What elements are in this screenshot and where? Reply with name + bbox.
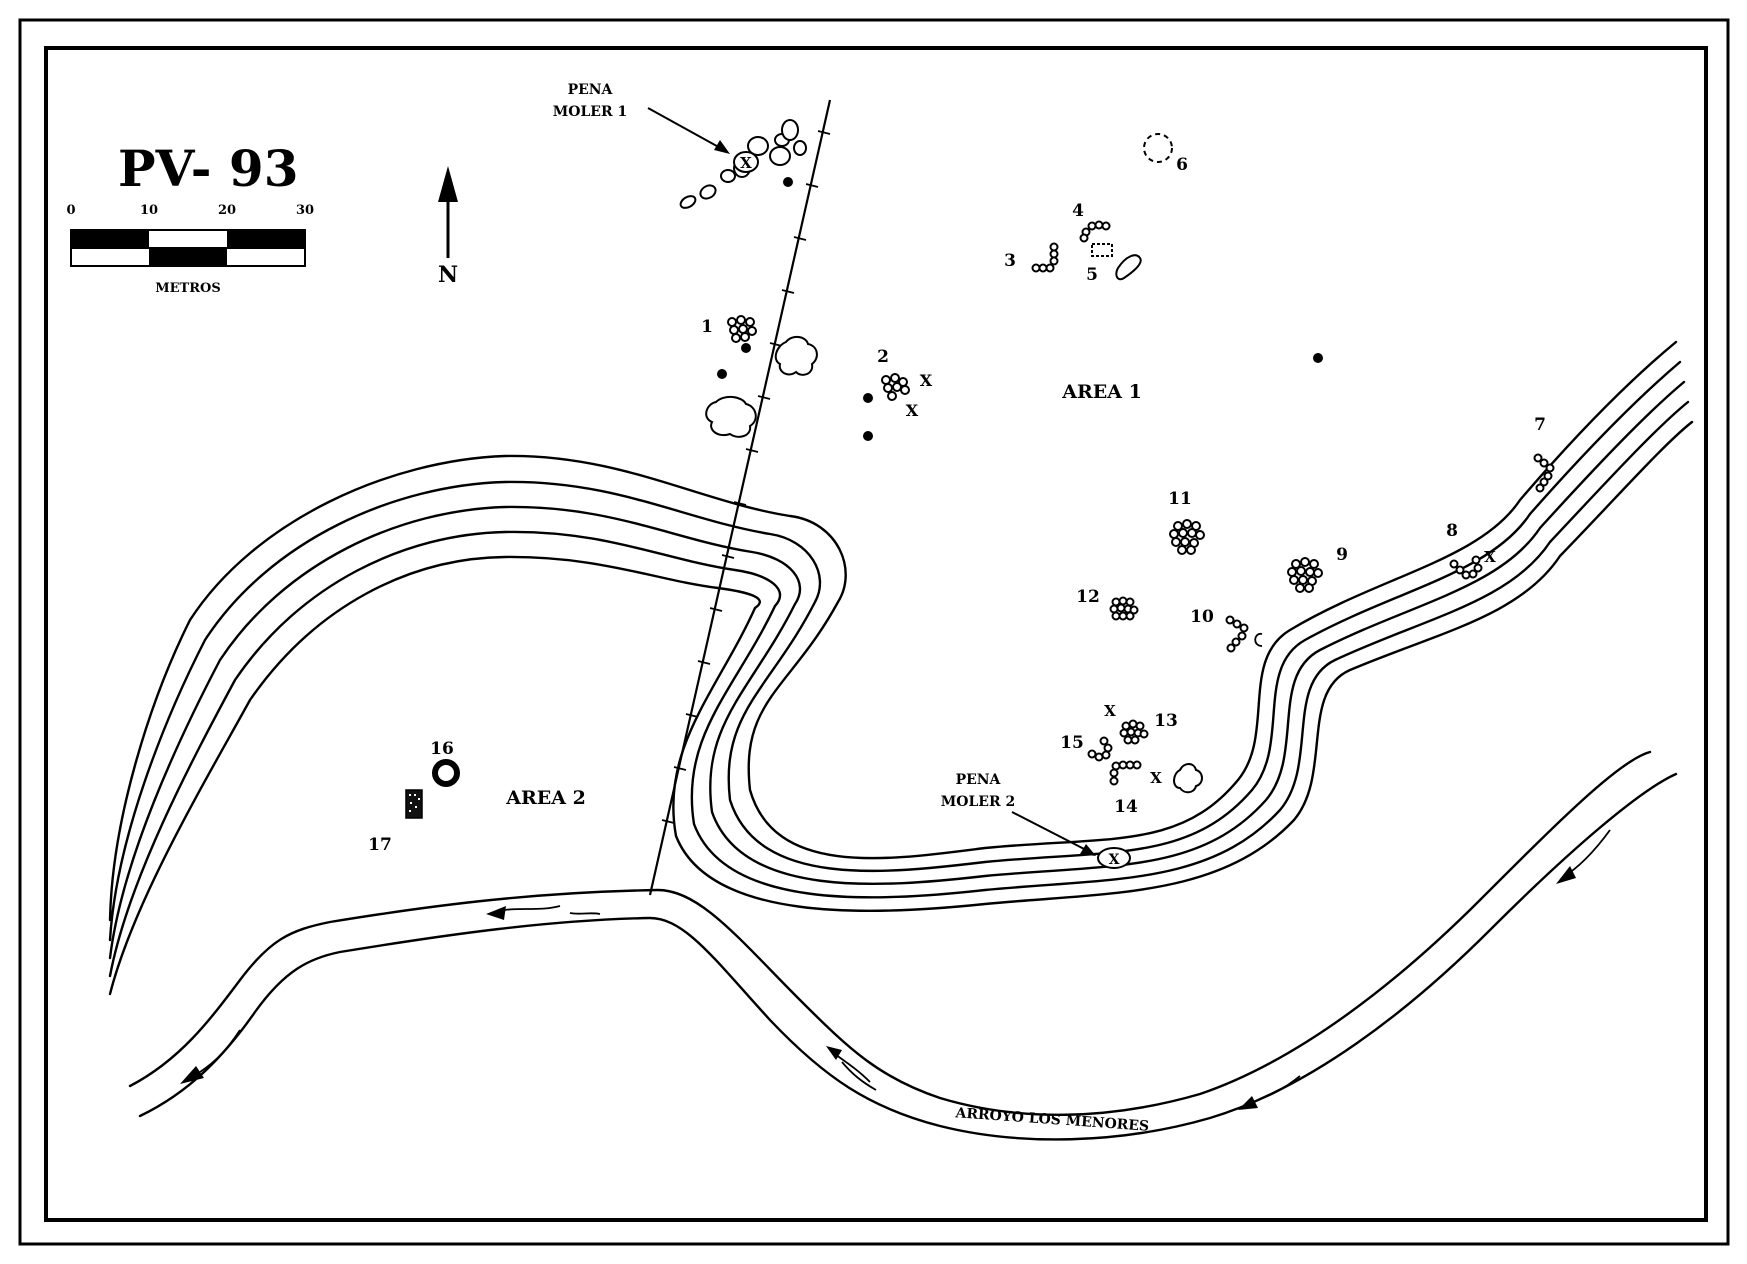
feature-14-label: 14 bbox=[1114, 797, 1138, 817]
feature-13-label: 13 bbox=[1154, 711, 1178, 731]
svg-text:X: X bbox=[1484, 548, 1496, 566]
feature-6-label: 6 bbox=[1176, 155, 1188, 175]
pena-moler-2-line2: MOLER 2 bbox=[941, 794, 1015, 810]
feature-15-icon bbox=[1087, 736, 1113, 762]
feature-4-label: 4 bbox=[1072, 201, 1084, 221]
feature-13-icon: X bbox=[1104, 702, 1149, 745]
feature-15-label: 15 bbox=[1060, 733, 1084, 753]
contour-lines bbox=[108, 340, 1694, 996]
feature-8-icon: X bbox=[1449, 548, 1496, 580]
feature-17-icon bbox=[405, 789, 423, 819]
map-title: PV- 93 bbox=[118, 139, 299, 198]
feature-10-icon bbox=[1225, 615, 1263, 653]
pena-moler-1-arrow-icon bbox=[647, 107, 730, 154]
feature-7-icon bbox=[1533, 453, 1555, 493]
feature-2-icon: X X bbox=[863, 371, 933, 441]
feature-5-label: 5 bbox=[1086, 265, 1098, 285]
river bbox=[128, 750, 1678, 1141]
isolated-dot bbox=[1313, 353, 1323, 363]
feature-10-label: 10 bbox=[1190, 607, 1214, 627]
feature-12-icon bbox=[1109, 596, 1139, 621]
north-label: N bbox=[438, 262, 458, 288]
feature-14-icon: X bbox=[1109, 760, 1203, 794]
feature-17-label: 17 bbox=[368, 835, 392, 855]
pena-moler-2-arrow-icon: X bbox=[1011, 811, 1131, 869]
pena-moler-1-line2: MOLER 1 bbox=[553, 104, 627, 120]
scale-tick-20: 20 bbox=[218, 203, 236, 218]
feature-1-icon bbox=[717, 315, 757, 379]
feature-11-icon bbox=[1169, 519, 1205, 555]
feature-1-label: 1 bbox=[701, 317, 713, 337]
flow-arrows bbox=[180, 829, 1611, 1110]
feature-5-icon bbox=[1091, 243, 1142, 281]
feature-7-label: 7 bbox=[1534, 415, 1546, 435]
area-2-label: AREA 2 bbox=[505, 787, 586, 809]
scale-unit: METROS bbox=[155, 281, 221, 296]
pena-moler-1-line1: PENA bbox=[568, 82, 614, 98]
fence-line bbox=[648, 99, 832, 896]
scale-bar bbox=[70, 229, 306, 267]
scale-tick-10: 10 bbox=[140, 203, 158, 218]
feature-16-label: 16 bbox=[430, 739, 454, 759]
scale-tick-30: 30 bbox=[296, 203, 314, 218]
svg-text:X: X bbox=[920, 371, 933, 390]
shrub-icon bbox=[705, 396, 757, 438]
svg-text:X: X bbox=[740, 154, 752, 172]
feature-16-icon bbox=[432, 759, 460, 787]
feature-11-label: 11 bbox=[1168, 489, 1192, 509]
feature-8-label: 8 bbox=[1446, 521, 1458, 541]
feature-4-icon bbox=[1079, 220, 1111, 243]
feature-9-label: 9 bbox=[1336, 545, 1348, 565]
svg-text:X: X bbox=[906, 401, 919, 420]
svg-text:X: X bbox=[1104, 702, 1116, 720]
shrub-icon bbox=[774, 336, 818, 376]
north-arrow-icon bbox=[438, 166, 458, 258]
scale-tick-0: 0 bbox=[66, 203, 75, 218]
svg-text:X: X bbox=[1109, 852, 1120, 868]
pena-moler-2-line1: PENA bbox=[956, 772, 1002, 788]
svg-text:X: X bbox=[1150, 769, 1162, 787]
inner-frame bbox=[44, 46, 1708, 1222]
area-1-label: AREA 1 bbox=[1061, 381, 1142, 403]
feature-2-label: 2 bbox=[877, 347, 889, 367]
rock-cluster-icon: X bbox=[679, 119, 807, 209]
feature-12-label: 12 bbox=[1076, 587, 1100, 607]
feature-9-icon bbox=[1287, 557, 1323, 593]
feature-6-icon bbox=[1143, 133, 1173, 163]
feature-3-label: 3 bbox=[1004, 251, 1016, 271]
outer-frame bbox=[18, 18, 1730, 1246]
feature-3-icon bbox=[1031, 242, 1059, 273]
